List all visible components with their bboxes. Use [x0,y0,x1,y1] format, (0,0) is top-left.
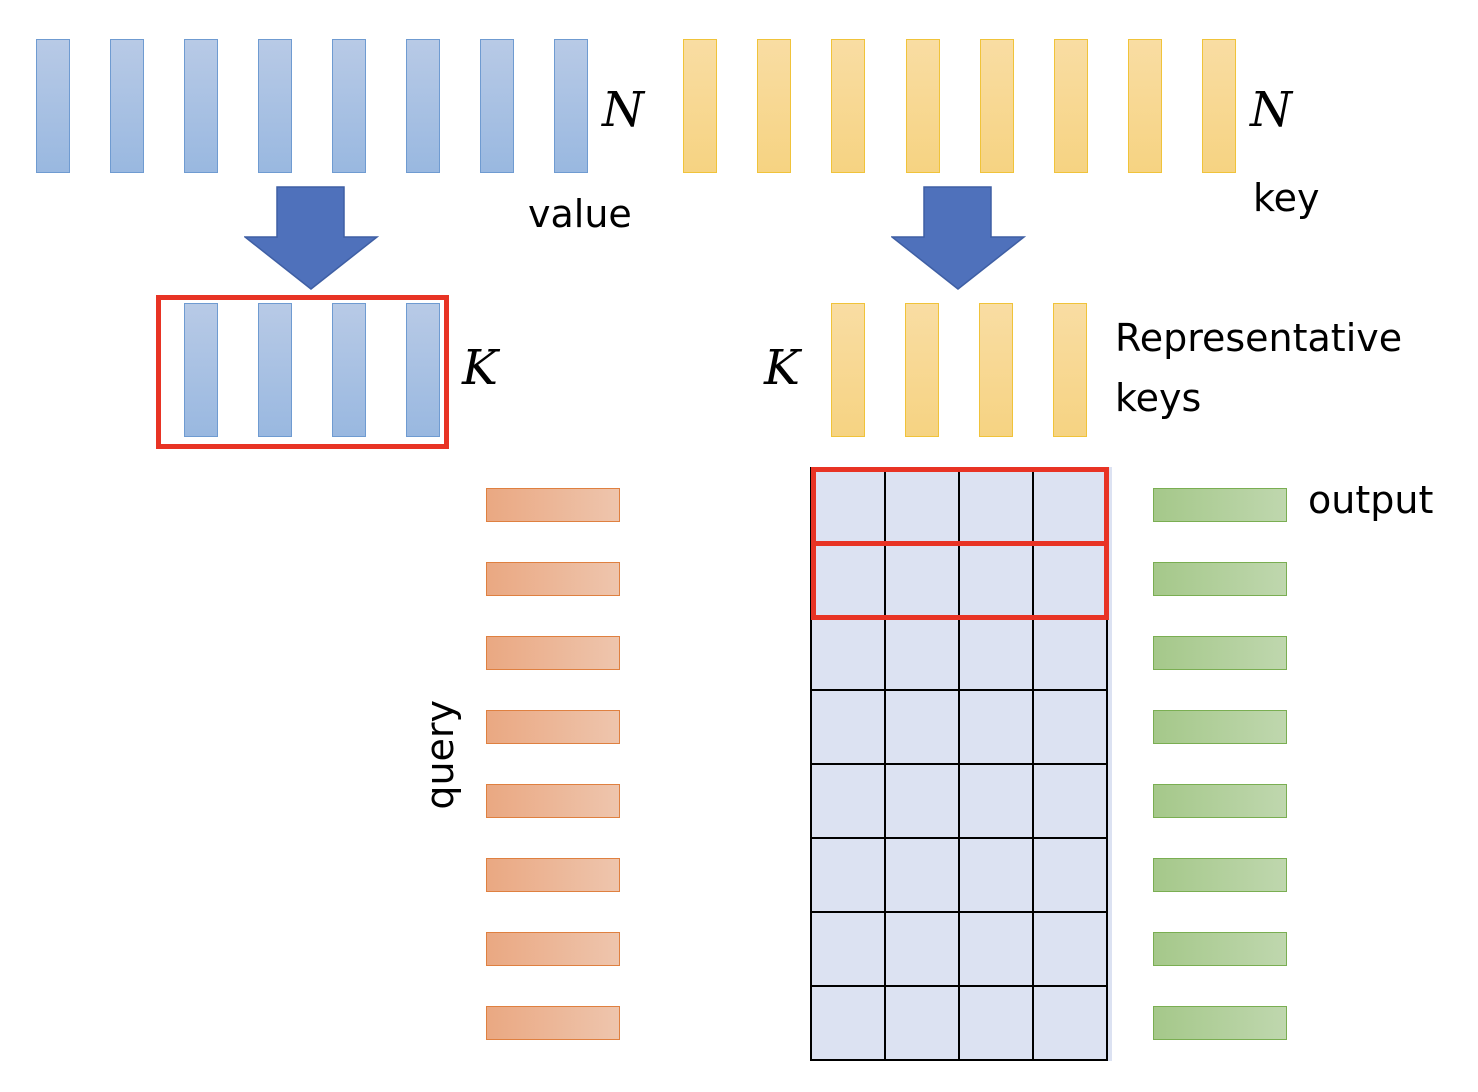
reduced-value-vector [184,303,218,437]
query-label: query [418,699,463,810]
attention-cell [810,615,886,691]
value-vector [480,39,514,173]
key-count-symbol: N [1250,82,1292,138]
attention-cell [1032,615,1108,691]
attention-cell [958,837,1034,913]
attention-cell [884,837,960,913]
attention-cell [958,615,1034,691]
attention-cell [958,763,1034,839]
attention-cell [1032,985,1108,1061]
query-vector [486,1006,620,1040]
highlighted-row-box [811,541,1109,620]
reduced-value-vector [406,303,440,437]
value-vector [554,39,588,173]
output-vector [1153,636,1287,670]
key-vector [831,39,866,173]
key-reduction-arrow-icon [891,186,1027,290]
attention-cell [884,911,960,987]
reduced-value-count-symbol: K [462,340,498,396]
query-vector [486,784,620,818]
reduced-value-vector [332,303,366,437]
key-vector [979,39,1014,173]
value-vector [36,39,70,173]
key-vector [683,39,717,173]
query-vector [486,636,620,670]
key-vector [905,39,940,173]
query-vector [486,562,620,596]
matrix-edge-strip [1108,467,1112,1061]
representative-keys-count-symbol: K [764,340,800,396]
value-count-symbol: N [602,82,644,138]
reduced-value-vector [258,303,292,437]
output-label: output [1308,478,1434,522]
value-vector [110,39,144,173]
representative-key-vector [1053,303,1087,437]
query-vector [486,488,620,522]
attention-cell [810,763,886,839]
attention-cell [884,615,960,691]
value-vector [332,39,366,173]
reduced-value-highlight-box [156,295,449,449]
query-vector [486,710,620,744]
output-vector [1153,858,1287,892]
attention-cell [958,985,1034,1061]
highlighted-row-box [811,467,1109,546]
output-vector [1153,1006,1287,1040]
attention-cell [1032,763,1108,839]
attention-cell [1032,837,1108,913]
output-vector [1153,932,1287,966]
attention-cell [810,837,886,913]
key-vector [1054,39,1088,173]
key-label: key [1253,176,1320,220]
attention-cell [884,985,960,1061]
attention-cell [1032,689,1108,765]
attention-cell [1032,911,1108,987]
representative-keys-label-line1: Representative [1115,316,1403,360]
attention-cell [810,689,886,765]
output-vector [1153,784,1287,818]
attention-cell [958,911,1034,987]
output-vector [1153,562,1287,596]
representative-key-vector [831,303,865,437]
output-vector [1153,488,1287,522]
key-vector [1202,39,1237,173]
attention-cell [958,689,1034,765]
value-vector [184,39,218,173]
representative-key-vector [979,303,1013,437]
query-vector [486,858,620,892]
attention-cell [810,911,886,987]
query-vector [486,932,620,966]
attention-cell [884,763,960,839]
value-reduction-arrow-icon [244,186,380,290]
key-vector [1128,39,1163,173]
representative-keys-label-line2: keys [1115,376,1202,420]
value-label: value [528,192,632,236]
value-vector [258,39,292,173]
representative-key-vector [905,303,939,437]
output-vector [1153,710,1287,744]
value-vector [406,39,440,173]
key-vector [757,39,792,173]
attention-cell [810,985,886,1061]
attention-cell [884,689,960,765]
